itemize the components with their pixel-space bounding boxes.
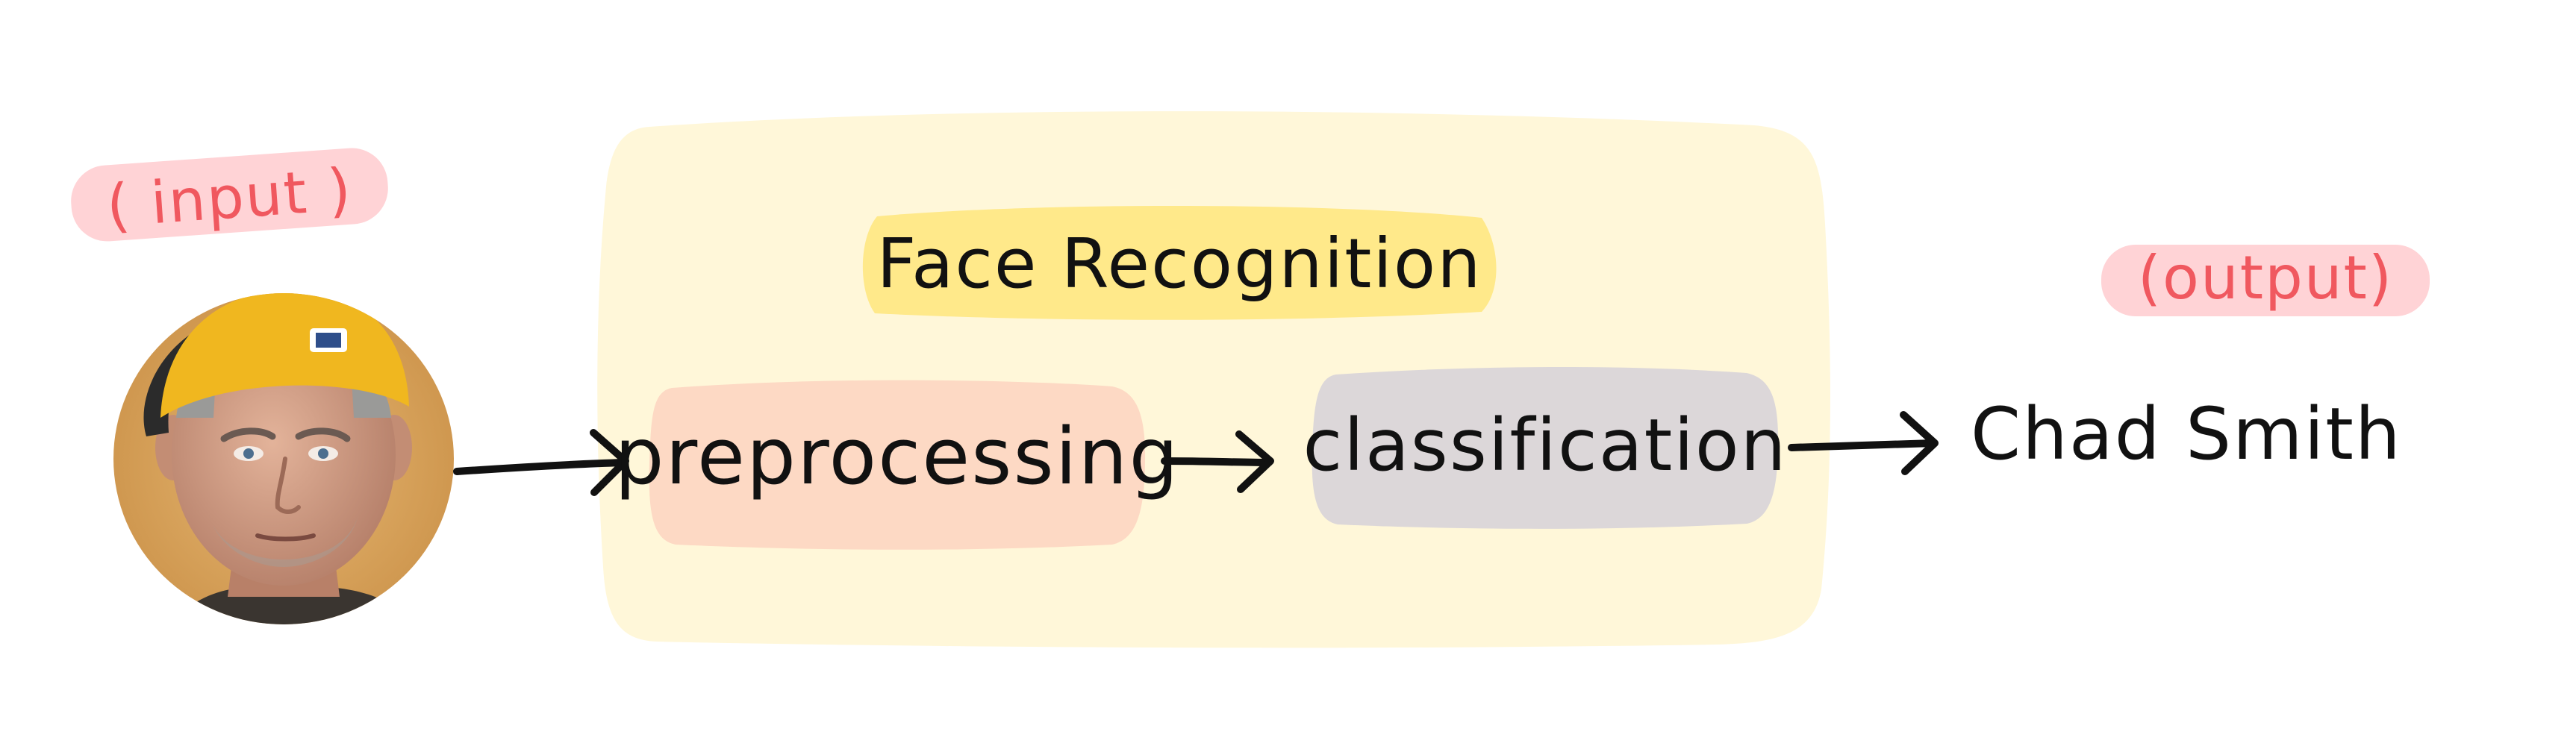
- input-tag: [71, 148, 388, 242]
- preprocessing-box: [649, 380, 1146, 550]
- face-photo-icon: [113, 293, 454, 624]
- result-label: Chad Smith: [1971, 392, 2402, 476]
- classification-label: classification: [1303, 404, 1788, 487]
- arrow-input-to-preprocessing: [453, 429, 629, 496]
- preprocessing-label: preprocessing: [615, 411, 1180, 502]
- classification-box: [1312, 367, 1779, 529]
- title-highlight: [862, 205, 1497, 320]
- group-title: Face Recognition: [876, 224, 1482, 304]
- arrow-preprocessing-to-classification: [1161, 430, 1274, 493]
- arrow-classification-to-result: [1788, 411, 1939, 475]
- output-tag: [2101, 245, 2430, 316]
- output-label: (output): [2138, 243, 2393, 313]
